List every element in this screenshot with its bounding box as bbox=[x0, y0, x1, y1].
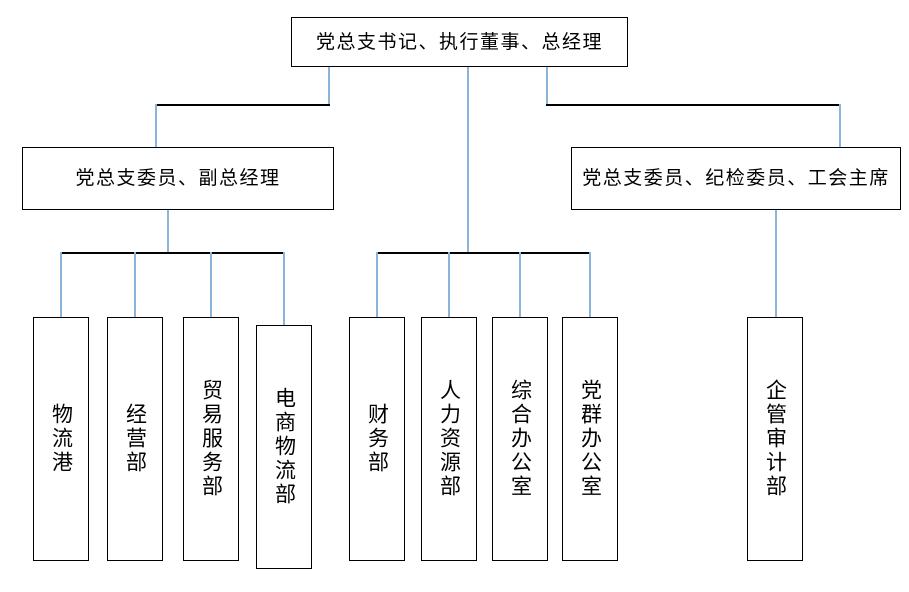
node-deputy-gm[interactable]: 党总支委员、副总经理 bbox=[22, 147, 334, 210]
connector-root-to-middle-branch bbox=[467, 67, 469, 253]
node-root[interactable]: 党总支书记、执行董事、总经理 bbox=[291, 17, 628, 67]
node-logistics-port[interactable]: 物流港 bbox=[33, 317, 89, 561]
node-root-label: 党总支书记、执行董事、总经理 bbox=[315, 30, 603, 53]
connector-bar-middle-group bbox=[376, 252, 590, 254]
connector-drop-trade-service-dept bbox=[210, 252, 212, 317]
connector-bar-left-level2 bbox=[155, 104, 330, 106]
connector-bar-right-level2 bbox=[546, 104, 841, 106]
node-logistics-port-label: 物流港 bbox=[49, 403, 74, 475]
connector-drop-logistics-port bbox=[60, 252, 62, 317]
node-operations-dept-label: 经营部 bbox=[123, 403, 148, 475]
node-general-office[interactable]: 综合办公室 bbox=[492, 317, 548, 561]
node-general-office-label: 综合办公室 bbox=[508, 379, 533, 499]
node-discipline-union-label: 党总支委员、纪检委员、工会主席 bbox=[582, 167, 890, 190]
node-finance-dept[interactable]: 财务部 bbox=[349, 317, 405, 561]
connector-bar-left-group bbox=[60, 252, 284, 254]
connector-drop-right-level2 bbox=[839, 104, 841, 148]
connector-drop-ecommerce-logistics-dept bbox=[283, 252, 285, 325]
node-deputy-gm-label: 党总支委员、副总经理 bbox=[75, 167, 281, 190]
node-trade-service-dept[interactable]: 贸易服务部 bbox=[183, 317, 239, 561]
connector-drop-finance-dept bbox=[376, 252, 378, 317]
node-operations-dept[interactable]: 经营部 bbox=[107, 317, 163, 561]
connector-drop-party-office bbox=[589, 252, 591, 317]
connector-deputy-gm-spine bbox=[167, 210, 169, 254]
node-hr-dept[interactable]: 人力资源部 bbox=[421, 317, 477, 561]
node-audit-dept-label: 企管审计部 bbox=[763, 379, 788, 499]
node-party-office-label: 党群办公室 bbox=[578, 379, 603, 499]
node-trade-service-dept-label: 贸易服务部 bbox=[199, 379, 224, 499]
node-finance-dept-label: 财务部 bbox=[365, 403, 390, 475]
node-ecommerce-logistics-dept[interactable]: 电商物流部 bbox=[256, 325, 312, 569]
node-hr-dept-label: 人力资源部 bbox=[437, 379, 462, 499]
connector-drop-operations-dept bbox=[134, 252, 136, 317]
connector-discipline-union-spine bbox=[775, 210, 777, 317]
connector-root-to-right-branch bbox=[546, 67, 548, 105]
node-ecommerce-logistics-dept-label: 电商物流部 bbox=[272, 387, 297, 507]
connector-root-to-left-branch bbox=[328, 67, 330, 105]
node-discipline-union[interactable]: 党总支委员、纪检委员、工会主席 bbox=[571, 147, 901, 210]
node-audit-dept[interactable]: 企管审计部 bbox=[747, 317, 803, 561]
connector-drop-left-level2 bbox=[155, 104, 157, 148]
node-party-office[interactable]: 党群办公室 bbox=[562, 317, 618, 561]
connector-drop-general-office bbox=[519, 252, 521, 317]
connector-drop-hr-dept bbox=[448, 252, 450, 317]
